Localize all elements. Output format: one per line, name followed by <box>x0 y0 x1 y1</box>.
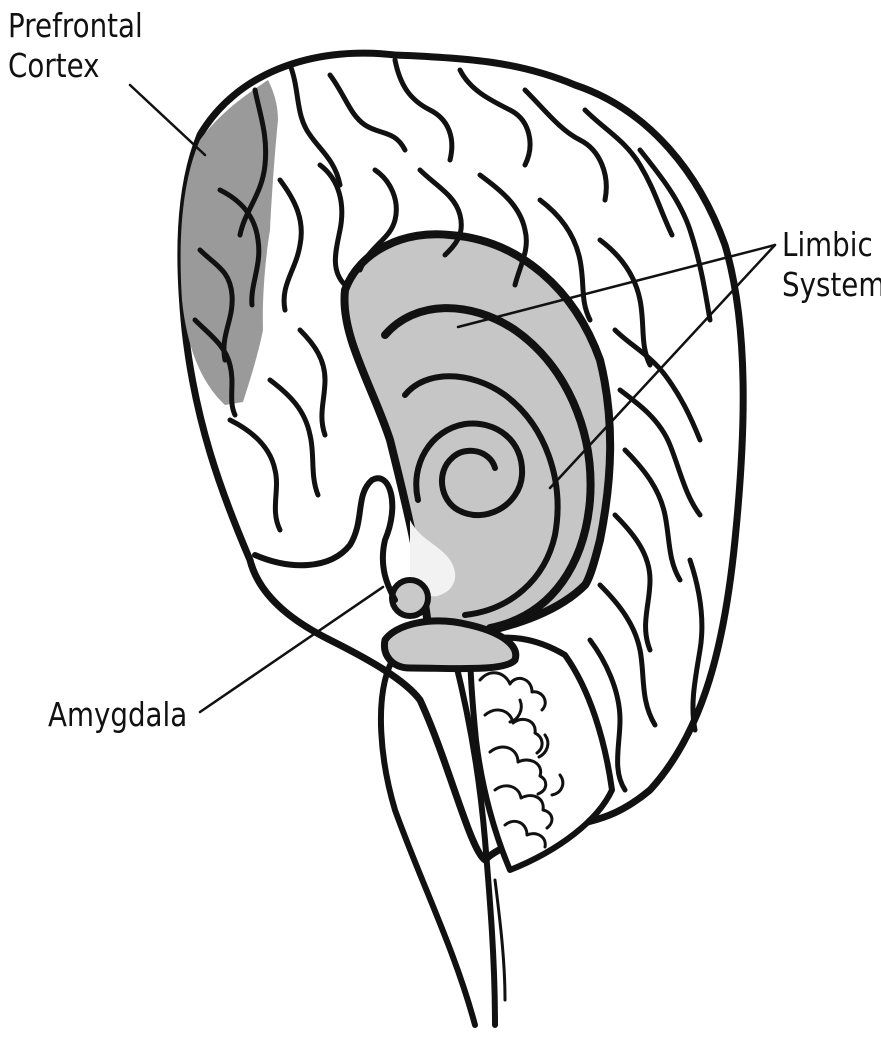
limbic-system-label: Limbic System <box>782 225 881 305</box>
limbic-label-line1: Limbic <box>782 225 881 265</box>
prefrontal-cortex-label: Prefrontal Cortex <box>8 6 143 86</box>
limbic-label-line2: System <box>782 265 881 305</box>
prefrontal-label-line2: Cortex <box>8 46 143 86</box>
amygdala-node <box>392 580 428 616</box>
leader-prefrontal <box>130 85 205 155</box>
amygdala-label: Amygdala <box>48 695 187 735</box>
prefrontal-label-line1: Prefrontal <box>8 6 143 46</box>
amygdala-label-text: Amygdala <box>48 695 187 735</box>
